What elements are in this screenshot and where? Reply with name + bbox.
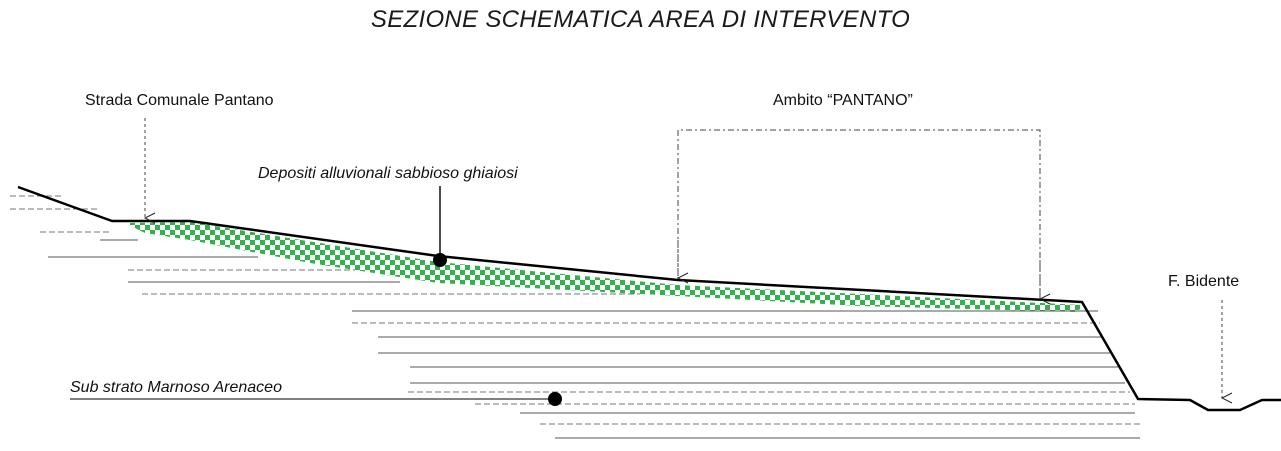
- strata-lines-solid: [48, 239, 1140, 439]
- label-fiume-bidente: F. Bidente: [1168, 273, 1240, 290]
- diagram-title: SEZIONE SCHEMATICA AREA DI INTERVENTO: [370, 6, 911, 33]
- ground-profile-line: [17, 185, 1281, 412]
- substrate-marker-dot: [548, 392, 562, 406]
- label-ambito-pantano: Ambito “PANTANO”: [773, 92, 913, 109]
- label-strada-comunale: Strada Comunale Pantano: [85, 92, 274, 109]
- alluvial-deposit-band: [125, 222, 1082, 312]
- label-substrato: Sub strato Marnoso Arenaceo: [70, 379, 282, 396]
- deposit-marker-dot: [433, 253, 447, 267]
- ambito-bracket: [677, 129, 1041, 298]
- label-depositi-alluvionali: Depositi alluvionali sabbioso ghiaiosi: [258, 165, 518, 182]
- strata-lines-dashed: [10, 195, 1140, 425]
